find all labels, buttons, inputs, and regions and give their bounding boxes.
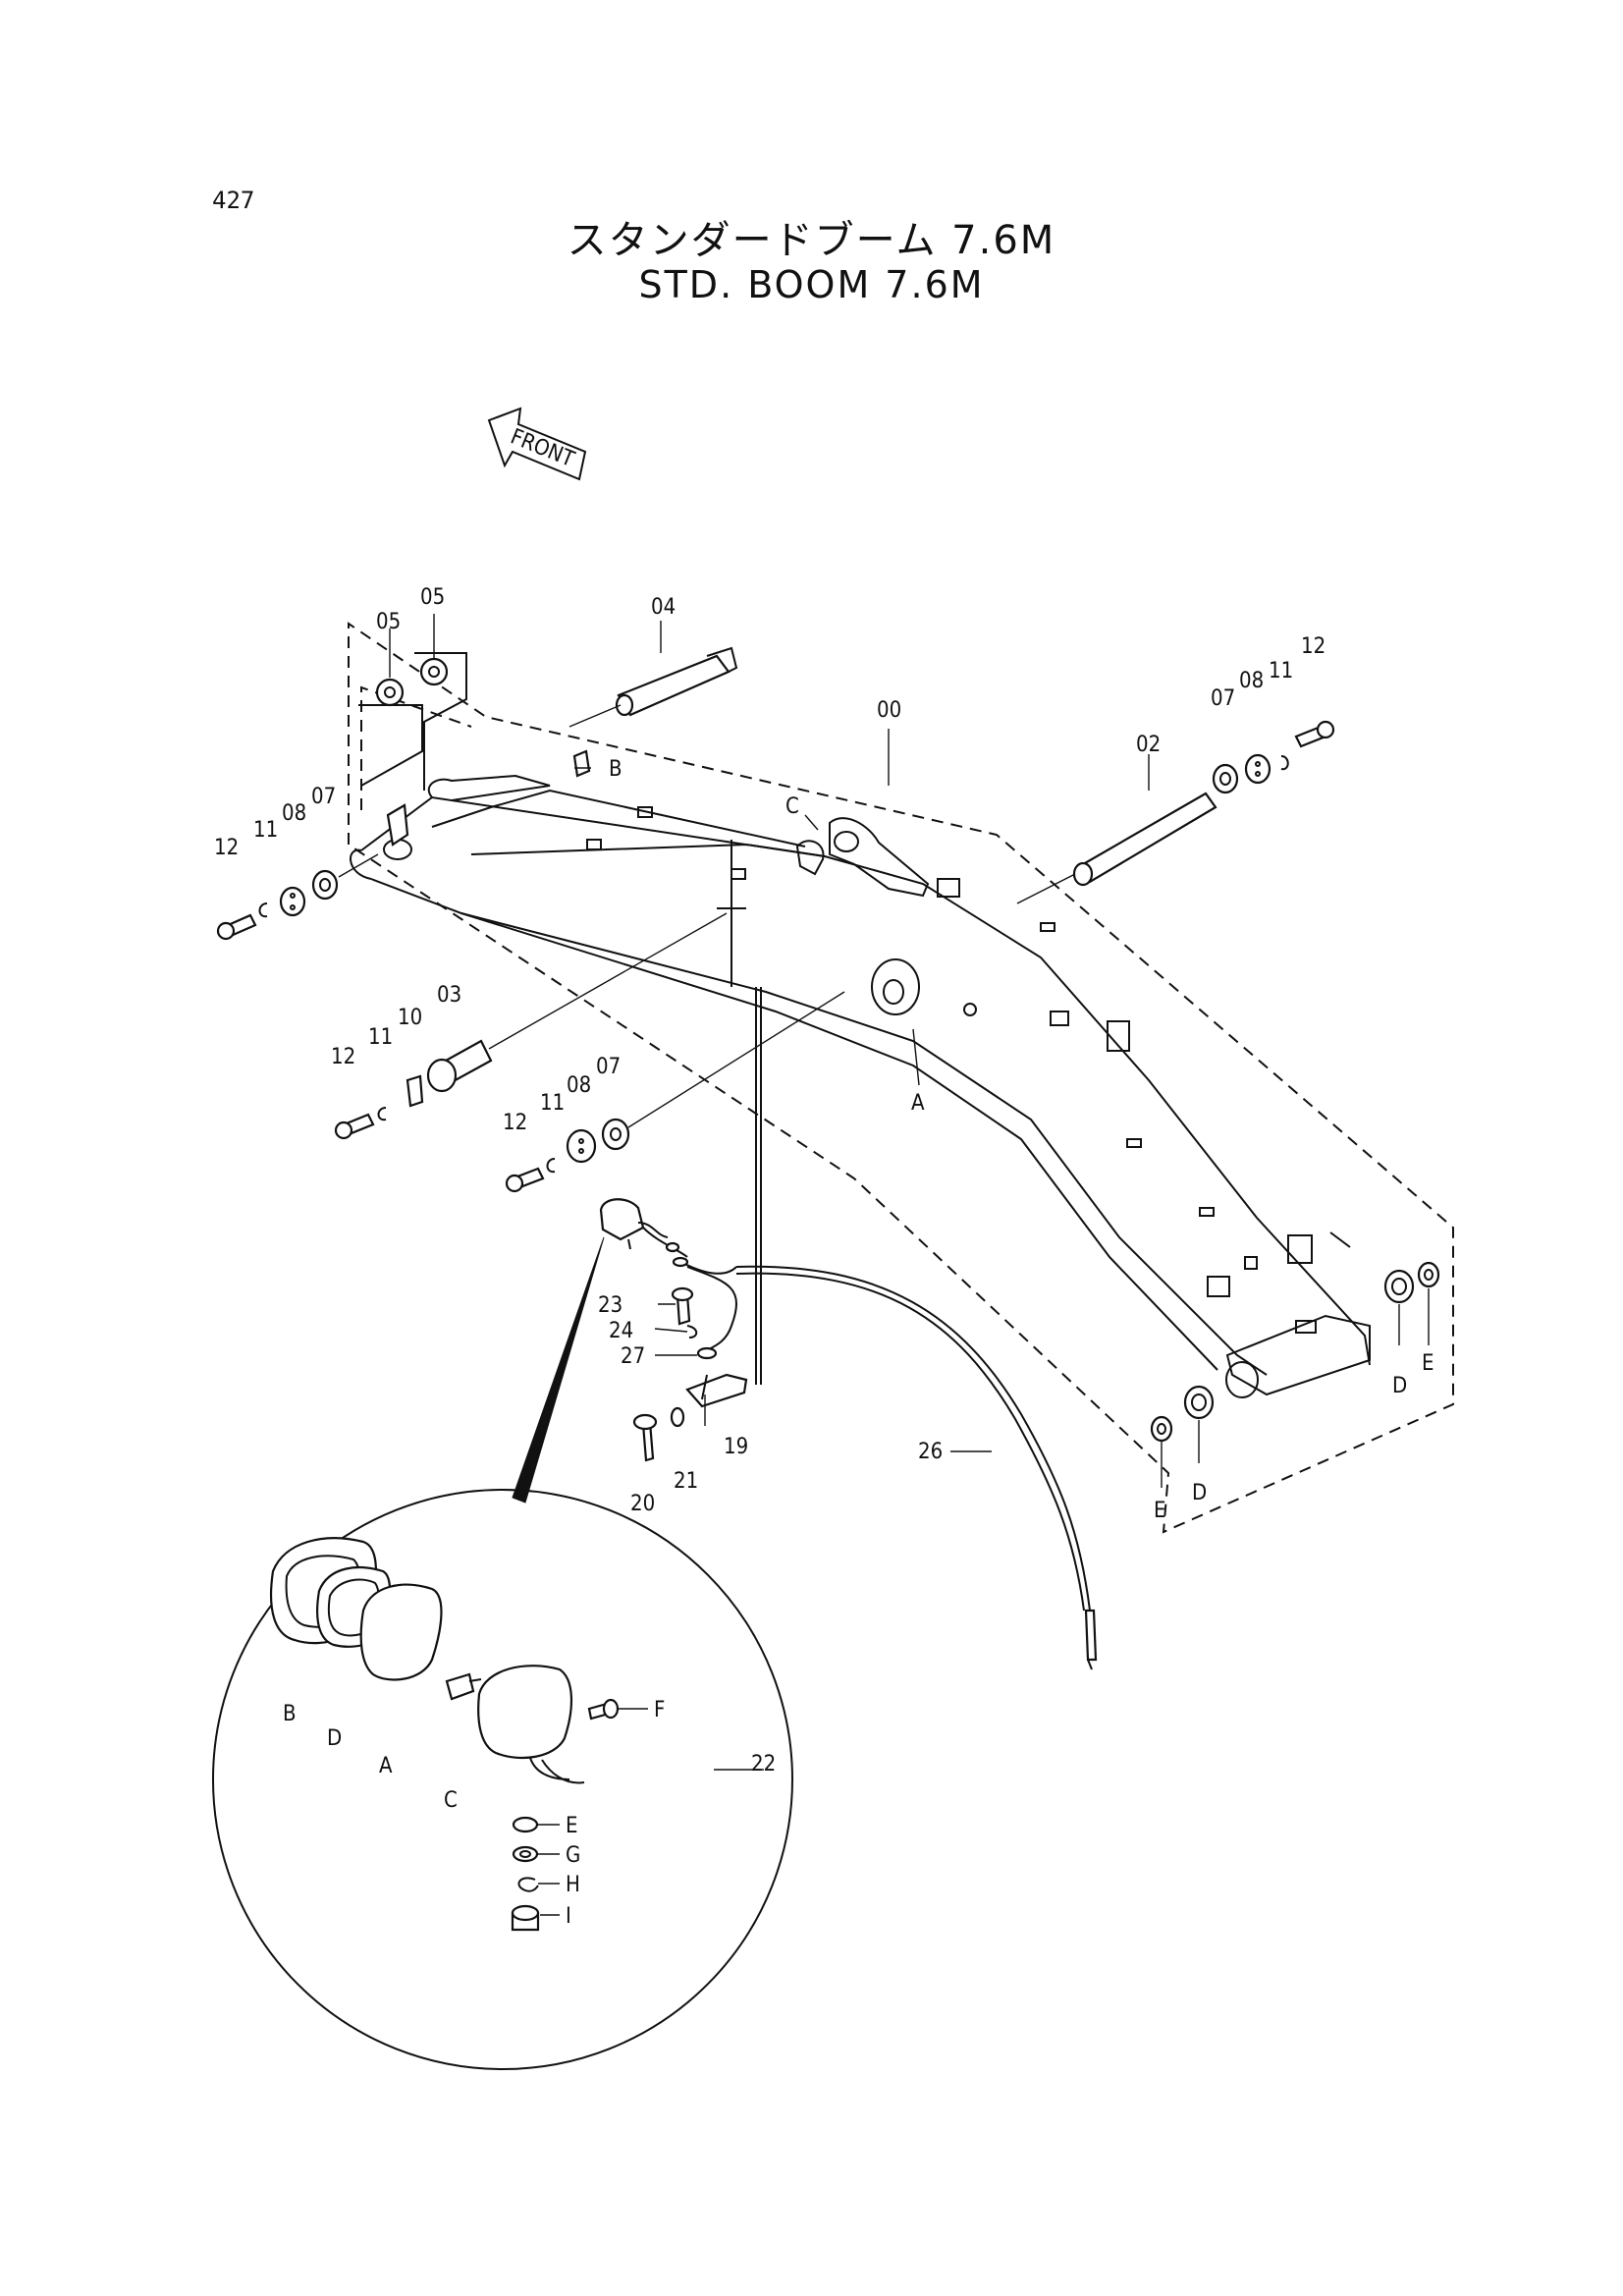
washer-05-left bbox=[358, 678, 423, 787]
detail-D: D bbox=[327, 1726, 342, 1751]
callout-D: D bbox=[1192, 1481, 1207, 1505]
callout-07: 07 bbox=[1211, 686, 1235, 711]
callout-08: 08 bbox=[282, 801, 306, 826]
pin-02 bbox=[1016, 792, 1217, 904]
callout-B: B bbox=[609, 757, 622, 782]
page-title-japanese: スタンダードブーム 7.6M bbox=[567, 218, 1056, 263]
callout-12: 12 bbox=[331, 1045, 355, 1069]
arm-end-bushings bbox=[1150, 1261, 1440, 1443]
detail-H: H bbox=[566, 1873, 580, 1897]
callout-22: 22 bbox=[751, 1752, 776, 1777]
callout-04: 04 bbox=[651, 595, 676, 620]
page-number: 427 bbox=[212, 187, 255, 214]
callout-07: 07 bbox=[311, 785, 336, 809]
callout-05: 05 bbox=[420, 585, 445, 610]
callout-11: 11 bbox=[540, 1091, 565, 1116]
front-label: FRONT bbox=[507, 424, 578, 472]
callout-26: 26 bbox=[918, 1440, 943, 1464]
callout-08: 08 bbox=[567, 1073, 591, 1098]
callout-11: 11 bbox=[368, 1025, 393, 1050]
callout-21: 21 bbox=[674, 1469, 698, 1494]
callout-20: 20 bbox=[630, 1492, 655, 1516]
front-arrow-icon: FRONT bbox=[487, 407, 587, 481]
callout-24: 24 bbox=[609, 1319, 633, 1343]
callout-A: A bbox=[911, 1091, 925, 1116]
callout-labels: 05 05 04 00 02 07 08 11 12 B C 07 08 11 … bbox=[214, 585, 1434, 1929]
assembly-dashed-boundary bbox=[348, 622, 1454, 1534]
boom-body bbox=[350, 774, 1371, 1398]
callout-23: 23 bbox=[598, 1293, 622, 1318]
detail-B: B bbox=[283, 1702, 297, 1726]
lower-hardware-stack bbox=[505, 991, 845, 1193]
pin-04 bbox=[568, 646, 738, 728]
callout-10: 10 bbox=[398, 1006, 422, 1030]
detail-F: F bbox=[654, 1698, 665, 1722]
callout-12: 12 bbox=[214, 836, 239, 860]
callout-E: E bbox=[1154, 1499, 1166, 1523]
washer-05-right bbox=[414, 652, 467, 791]
work-light-assembly bbox=[599, 987, 1098, 1670]
callout-19: 19 bbox=[724, 1435, 748, 1459]
callout-C: C bbox=[785, 794, 799, 819]
detail-A: A bbox=[379, 1754, 393, 1778]
callout-07: 07 bbox=[596, 1055, 621, 1079]
callout-12: 12 bbox=[503, 1111, 527, 1135]
detail-circle-22 bbox=[212, 1489, 793, 2070]
leader-lines bbox=[389, 614, 1430, 1916]
left-hardware-stack bbox=[216, 853, 379, 941]
callout-12: 12 bbox=[1301, 634, 1325, 659]
right-hardware-stack bbox=[1212, 720, 1335, 794]
detail-I: I bbox=[566, 1904, 571, 1929]
page-title-english: STD. BOOM 7.6M bbox=[638, 263, 985, 306]
callout-02: 02 bbox=[1136, 733, 1161, 757]
detail-C: C bbox=[444, 1788, 458, 1813]
callout-11: 11 bbox=[253, 818, 278, 843]
callout-03: 03 bbox=[437, 983, 461, 1008]
callout-27: 27 bbox=[621, 1344, 645, 1369]
detail-pointer bbox=[512, 1236, 605, 1503]
detail-G: G bbox=[566, 1843, 580, 1868]
pin-03 bbox=[334, 912, 728, 1140]
callout-E: E bbox=[1422, 1351, 1434, 1376]
callout-00: 00 bbox=[877, 698, 901, 723]
detail-E: E bbox=[566, 1814, 578, 1838]
callout-D: D bbox=[1392, 1374, 1407, 1398]
callout-11: 11 bbox=[1269, 659, 1293, 683]
callout-08: 08 bbox=[1239, 669, 1264, 693]
callout-05: 05 bbox=[376, 610, 401, 634]
